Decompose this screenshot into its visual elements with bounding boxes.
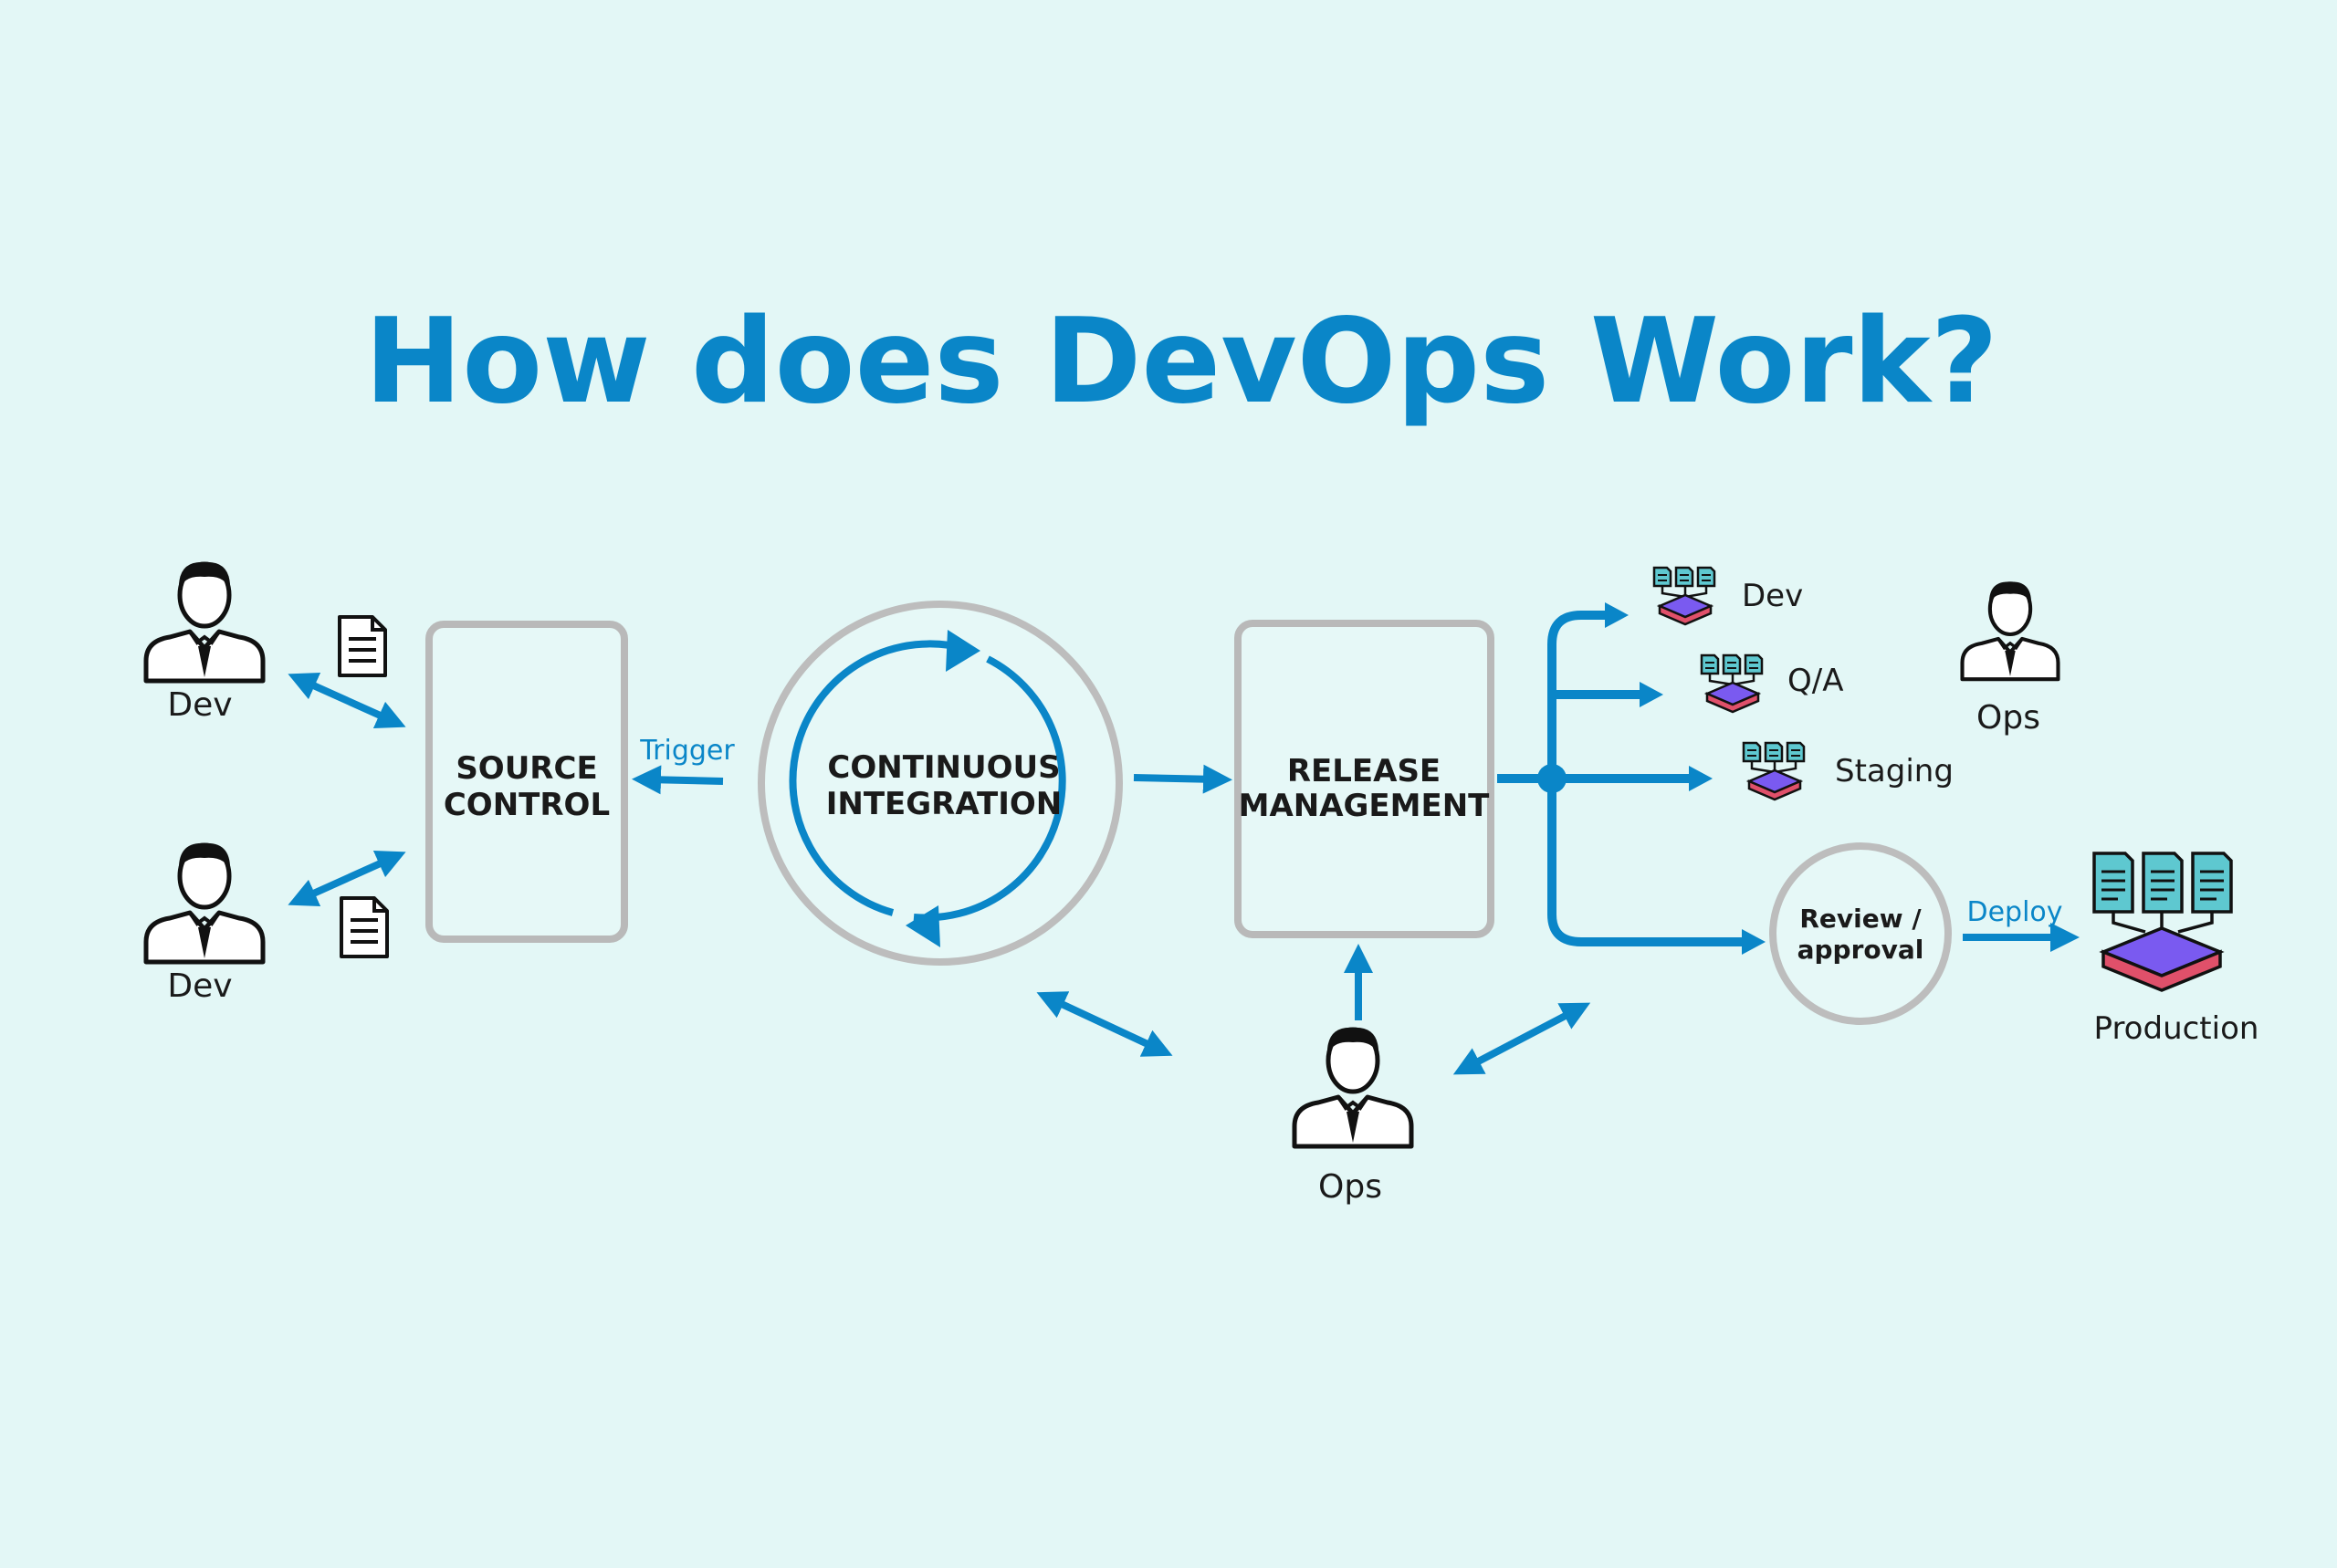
env-staging: Staging bbox=[1742, 741, 1954, 801]
env-dev: Dev bbox=[1652, 566, 1803, 626]
person-icon bbox=[1294, 1028, 1411, 1146]
arrowhead-review bbox=[1742, 929, 1766, 955]
dev-top-sync-arrow bbox=[288, 672, 406, 729]
env-staging-label: Staging bbox=[1835, 753, 1954, 789]
release-line2: MANAGEMENT bbox=[1239, 788, 1491, 824]
cycle-arrowhead-bottom bbox=[906, 905, 940, 947]
production-node: Production bbox=[2092, 852, 2259, 1047]
cycle-arrowhead-top bbox=[946, 630, 980, 672]
server-stack-icon bbox=[1700, 653, 1764, 714]
production-label: Production bbox=[2094, 1010, 2259, 1047]
document-icon bbox=[340, 896, 389, 958]
env-qa: Q/A bbox=[1700, 653, 1843, 714]
arrowhead-qa bbox=[1640, 682, 1663, 707]
server-stack-icon bbox=[1742, 741, 1806, 801]
person-icon bbox=[146, 562, 263, 681]
ci-to-release-arrow bbox=[1133, 764, 1232, 794]
ops-review-sync-arrow bbox=[1452, 1002, 1591, 1075]
page-title: How does DevOps Work? bbox=[364, 294, 1998, 430]
env-qa-label: Q/A bbox=[1787, 663, 1843, 699]
ci-ops-sync-arrow bbox=[1036, 991, 1173, 1057]
review-line2: approval bbox=[1797, 935, 1924, 965]
source-control-line2: CONTROL bbox=[444, 787, 610, 823]
arrowhead-staging bbox=[1689, 766, 1713, 791]
person-icon bbox=[1963, 582, 2059, 680]
review-approval-node: Review / approval bbox=[1769, 842, 1952, 1025]
dev-top-label: Dev bbox=[167, 686, 232, 724]
trigger-arrow bbox=[632, 765, 724, 795]
production-server-icon bbox=[2092, 852, 2233, 992]
person-icon bbox=[146, 843, 263, 962]
source-control-box: SOURCE CONTROL bbox=[425, 621, 628, 943]
trigger-label: Trigger bbox=[639, 735, 735, 767]
cycle-arrows-icon bbox=[789, 640, 1066, 922]
server-stack-icon bbox=[1652, 566, 1716, 626]
arrowhead-dev bbox=[1605, 602, 1629, 628]
dev-bottom-sync-arrow bbox=[288, 850, 406, 907]
ops-right-person: Ops bbox=[1963, 582, 2059, 737]
ops-right-label: Ops bbox=[1976, 699, 2040, 737]
ops-center-person: Ops bbox=[1294, 1028, 1411, 1206]
ci-line1: CONTINUOUS bbox=[827, 749, 1060, 786]
dev-bottom-label: Dev bbox=[167, 967, 232, 1005]
ops-center-label: Ops bbox=[1318, 1168, 1382, 1206]
document-icon bbox=[338, 615, 387, 677]
branch-junction bbox=[1537, 764, 1567, 793]
source-control-line1: SOURCE bbox=[456, 750, 597, 787]
release-management-box: RELEASE MANAGEMENT bbox=[1234, 620, 1494, 938]
env-dev-label: Dev bbox=[1742, 578, 1803, 614]
release-line1: RELEASE bbox=[1287, 753, 1441, 789]
ci-line2: INTEGRATION bbox=[826, 786, 1063, 822]
deploy-label: Deploy bbox=[1966, 896, 2062, 928]
continuous-integration-node: CONTINUOUS INTEGRATION bbox=[758, 601, 1123, 966]
dev-top-person: Dev bbox=[146, 562, 263, 724]
dev-bottom-person: Dev bbox=[146, 843, 263, 1005]
review-line1: Review / bbox=[1799, 904, 1922, 934]
